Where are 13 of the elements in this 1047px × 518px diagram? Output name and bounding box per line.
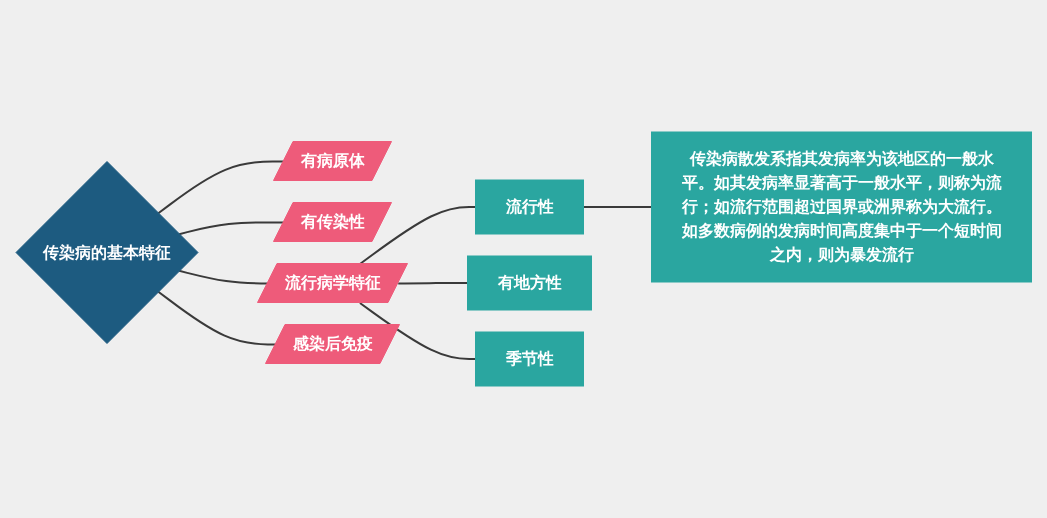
node-box: 传染病散发系指其发病率为该地区的一般水平。如其发病率显著高于一般水平，则称为流行；如流行范围超过国界或洲界称为大流行。如多数病例的发病时间高度集中于一个短时间之内，则为暴发流行 xyxy=(650,131,1032,283)
connector xyxy=(397,282,469,285)
connector xyxy=(582,206,653,208)
node-box: 流行性 xyxy=(474,179,584,235)
node-box: 有地方性 xyxy=(466,255,592,311)
connector xyxy=(358,206,477,265)
node-diamond: 传染病的基本特征 xyxy=(15,161,199,344)
connector xyxy=(358,302,477,360)
connector xyxy=(157,160,285,215)
connector xyxy=(177,269,269,285)
connector xyxy=(177,221,285,236)
connector xyxy=(157,290,277,346)
node-box: 季节性 xyxy=(474,331,584,387)
